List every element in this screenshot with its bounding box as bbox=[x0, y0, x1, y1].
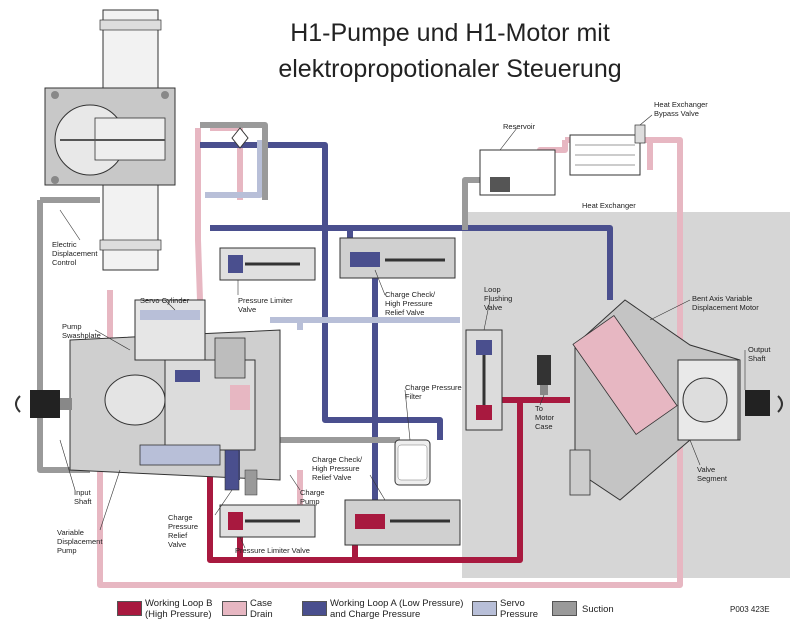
label-pressure-limiter-top: Pressure Limiter Valve bbox=[238, 296, 293, 314]
label-heat-exchanger-bypass: Heat Exchanger Bypass Valve bbox=[654, 100, 708, 118]
reservoir bbox=[479, 149, 556, 196]
electric-displacement-control bbox=[44, 9, 176, 271]
diagram-title-line2: elektropropotionaler Steuerung bbox=[278, 55, 622, 83]
suction-lines bbox=[37, 122, 490, 473]
legend-swatch-working-loop-a bbox=[302, 601, 327, 616]
loop-flushing-valve bbox=[465, 329, 503, 431]
legend-servo-pressure: Servo Pressure bbox=[500, 598, 539, 620]
pressure-limiter-valve-bottom bbox=[219, 504, 316, 538]
label-electric-control: Electric Displacement Control bbox=[52, 240, 98, 267]
label-loop-flushing-valve: Loop Flushing Valve bbox=[484, 285, 513, 312]
label-charge-pressure-filter: Charge Pressure Filter bbox=[405, 383, 462, 401]
label-charge-relief: Charge Pressure Relief Valve bbox=[168, 513, 199, 549]
legend-working-loop-b: Working Loop B (High Pressure) bbox=[145, 598, 213, 620]
servo-pressure-lines bbox=[205, 140, 460, 330]
label-heat-exchanger: Heat Exchanger bbox=[582, 201, 636, 210]
bent-axis-motor bbox=[569, 299, 741, 501]
label-servo-cylinder: Servo Cylinder bbox=[140, 296, 190, 305]
charge-pressure-relief-valve bbox=[224, 449, 240, 491]
label-valve-segment: Valve Segment bbox=[697, 465, 728, 483]
label-to-motor-case: To Motor Case bbox=[535, 404, 555, 431]
legend-figure-code: P003 423E bbox=[730, 605, 770, 614]
charge-pressure-filter bbox=[394, 439, 431, 486]
pressure-limiter-valve-top bbox=[219, 247, 316, 281]
legend-swatch-suction bbox=[552, 601, 577, 616]
label-charge-pump: Charge Pump bbox=[300, 488, 325, 506]
label-bent-axis-motor: Bent Axis Variable Displacement Motor bbox=[692, 294, 759, 312]
output-shaft bbox=[745, 390, 783, 416]
charge-check-valve-bottom bbox=[344, 499, 461, 546]
label-pressure-limiter-bottom: Pressure Limiter Valve bbox=[235, 546, 310, 555]
diagram-title-line1: H1-Pumpe und H1-Motor mit bbox=[290, 19, 610, 47]
legend-case-drain: Case Drain bbox=[250, 598, 273, 620]
legend-suction: Suction bbox=[582, 604, 614, 615]
legend-swatch-servo-pressure bbox=[472, 601, 497, 616]
label-charge-check-top: Charge Check/ High Pressure Relief Valve bbox=[385, 290, 436, 317]
label-reservoir: Reservoir bbox=[503, 122, 536, 131]
legend-swatch-case-drain bbox=[222, 601, 247, 616]
variable-displacement-pump bbox=[69, 299, 281, 496]
heat-exchanger bbox=[569, 124, 646, 176]
input-shaft bbox=[15, 390, 72, 418]
label-input-shaft: Input Shaft bbox=[74, 488, 92, 506]
legend-working-loop-a: Working Loop A (Low Pressure) and Charge… bbox=[330, 598, 464, 620]
label-charge-check-bottom: Charge Check/ High Pressure Relief Valve bbox=[312, 455, 363, 482]
orifice-symbol bbox=[231, 127, 249, 149]
motor-case-valve bbox=[537, 355, 551, 395]
label-output-shaft: Output Shaft bbox=[748, 345, 771, 363]
label-variable-pump: Variable Displacement Pump bbox=[57, 528, 103, 555]
label-pump-swashplate: Pump Swashplate bbox=[62, 322, 101, 340]
leader-lines bbox=[59, 114, 746, 549]
legend-swatch-working-loop-b bbox=[117, 601, 142, 616]
charge-check-valve-top bbox=[339, 237, 456, 279]
